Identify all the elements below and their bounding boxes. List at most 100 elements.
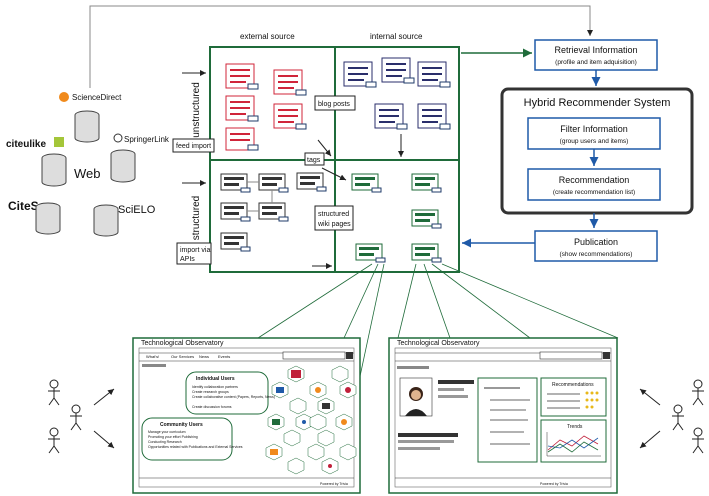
user-icon [70,404,82,431]
content-column [477,377,538,463]
import-via-apis-tag: import via APIs [176,242,212,265]
users-to-page-arrow [639,388,661,406]
hexagon-cluster [265,365,357,475]
tags-arrow [317,139,332,157]
document-icon [220,202,251,222]
document-icon [374,103,408,130]
community-item: Manage your curriculum [148,430,186,434]
left-page-title: Technological Observatory [141,340,224,347]
scielo-logo: SciELO [118,204,156,216]
database-cylinder-4 [35,202,61,235]
publication-box: Publication (show recommendations) [534,230,658,262]
unstructured-row-label: unstructured [191,82,202,138]
individual-item: Identify collaboration partners [192,385,238,389]
database-cylinder-3 [110,149,136,183]
individual-users-panel: Individual Users Identify collaboration … [185,371,275,415]
recommendations-label: Recommendations [552,382,594,388]
user-icon [692,427,704,454]
document-icon [258,202,289,222]
internal-structured-docs [351,173,442,263]
feed-import-tag: feed import [172,138,215,153]
sciencedirect-logo: ScienceDirect [72,93,122,102]
users-to-page-arrow [93,388,115,406]
individual-users-title: Individual Users [196,376,235,382]
nav-item[interactable]: Our Services [171,354,194,359]
document-icon [220,232,251,252]
web-label: Web [74,166,101,181]
svg-text:(show recommendations): (show recommendations) [560,251,633,258]
svg-text:(create recommendation list): (create recommendation list) [553,189,635,196]
document-icon [273,103,307,130]
svg-text:Filter Information: Filter Information [560,124,628,134]
external-unstructured-docs [225,63,307,151]
left-page-footer: Powered by Trivia [320,482,348,486]
structured-wiki-pages-tag: structured wiki pages [314,205,354,231]
users-to-page-arrow [93,430,115,449]
svg-text:Publication: Publication [574,237,618,247]
springerlink-logo: SpringerLink [124,135,170,144]
community-item: Opportunities related with Publications … [148,445,243,449]
internal-unstructured-docs [343,57,451,130]
community-users-title: Community Users [160,422,203,428]
user-icon [48,379,60,406]
left-observatory-page: Technological Observatory What's! Our Se… [132,337,361,494]
svg-text:Retrieval Information: Retrieval Information [554,45,637,55]
document-icon [355,243,386,263]
internal-source-header: internal source [370,32,423,41]
recommendations-widget: Recommendations [540,377,607,417]
svg-text:(profile and item adquisition): (profile and item adquisition) [555,59,637,66]
svg-text:Hybrid Recommender System: Hybrid Recommender System [524,97,671,109]
right-page-footer: Powered by Trivia [540,482,568,486]
tags-to-green-arrow [321,167,347,181]
search-input[interactable] [539,351,603,360]
document-icon [351,173,382,193]
document-icon [296,172,327,192]
retrieval-information-box: Retrieval Information (profile and item … [534,39,658,71]
left-page-nav: What's! Our Services News Events [146,354,230,359]
search-icon[interactable] [346,352,353,359]
community-item: Conducting Research [148,440,182,444]
right-page-title: Technological Observatory [397,340,480,347]
document-icon [411,209,442,229]
document-icon [381,57,415,84]
svg-text:feed import: feed import [176,143,211,150]
quadrant-grid [209,46,460,273]
users-to-page-arrow [639,430,661,449]
svg-text:tags: tags [307,157,321,164]
svg-text:(group users and items): (group users and items) [560,138,629,145]
individual-item: Create discussion forums [192,405,232,409]
database-cylinder-1 [74,110,100,143]
document-icon [225,127,259,151]
filter-information-box: Filter Information (group users and item… [527,117,661,150]
individual-item: Create research groups [192,390,229,394]
search-input[interactable] [282,351,346,360]
profile-avatar [399,377,433,417]
external-structured-docs [220,172,327,252]
user-icon [672,404,684,431]
nav-item[interactable]: What's! [146,354,159,359]
user-icon [48,427,60,454]
trends-widget: Trends [540,419,607,463]
nav-item[interactable]: Events [218,354,230,359]
svg-text:structured: structured [318,211,349,218]
search-icon[interactable] [603,352,610,359]
community-users-panel: Community Users Manage your curriculum P… [141,417,243,461]
document-icon [225,95,259,122]
structured-row-label: structured [191,196,202,240]
source-sciencedirect: ScienceDirect [59,92,122,102]
document-icon [225,63,259,90]
source-springerlink: SpringerLink [113,133,170,144]
document-icon [411,173,442,193]
document-icon [273,69,307,96]
source-citeulike: citeulike [6,137,64,150]
right-observatory-page: Technological Observatory R [388,337,618,494]
left-users-group [48,379,82,454]
nav-item[interactable]: News [199,354,209,359]
tags-tag: tags [304,152,325,166]
individual-item: Create collaborative content (Papers, Re… [192,395,275,399]
trends-label: Trends [567,424,583,430]
user-icon [692,379,704,406]
database-cylinder-5 [93,204,119,237]
citeulike-logo: citeulike [6,139,46,150]
